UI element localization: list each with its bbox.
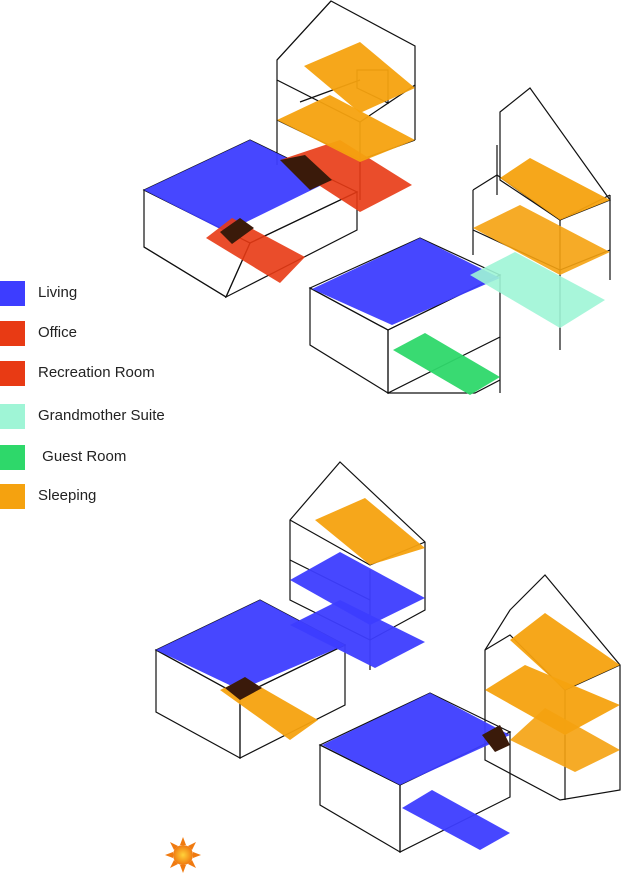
zone-sleeping xyxy=(315,498,425,565)
legend-label-recreation: Recreation Room xyxy=(38,364,155,381)
bottom-zones xyxy=(156,498,620,850)
zone-living xyxy=(290,552,425,625)
zone-overlap xyxy=(280,155,332,190)
bottom-diagram xyxy=(154,461,621,854)
legend-item-office: Office xyxy=(0,320,77,346)
zone-overlap xyxy=(220,218,254,244)
legend-label-office: Office xyxy=(38,324,77,341)
legend-item-guest: Guest Room xyxy=(0,444,126,470)
zone-grandmother xyxy=(470,252,605,328)
zone-living xyxy=(290,600,425,668)
legend-swatch-guest xyxy=(0,444,25,470)
zone-sleeping xyxy=(485,665,620,735)
legend-swatch-living xyxy=(0,280,25,306)
legend-item-recreation: Recreation Room xyxy=(0,360,155,386)
legend-item-sleeping: Sleeping xyxy=(0,483,96,509)
zone-guest xyxy=(393,333,500,395)
legend-label-sleeping: Sleeping xyxy=(38,487,97,504)
legend-swatch-office xyxy=(0,320,25,346)
legend-item-living: Living xyxy=(0,280,77,306)
zone-sleeping xyxy=(304,42,415,113)
legend-swatch-sleeping xyxy=(0,483,25,509)
top-diagram xyxy=(142,0,611,395)
legend-swatch-grandmother xyxy=(0,403,25,429)
zone-sleeping xyxy=(510,613,620,690)
legend-label-living: Living xyxy=(38,284,78,301)
zone-living xyxy=(402,790,510,850)
zone-living xyxy=(312,238,500,325)
zone-living xyxy=(322,693,510,785)
legend-label-guest: Guest Room xyxy=(38,448,127,465)
legend-item-grandmother: Grandmother Suite xyxy=(0,403,165,429)
top-zones xyxy=(144,42,610,395)
legend-swatch-recreation xyxy=(0,360,25,386)
zone-overlap xyxy=(225,677,262,700)
zone-sleeping xyxy=(510,708,620,772)
zone-overlap xyxy=(482,725,510,752)
zone-sleeping xyxy=(473,205,610,275)
legend-label-grandmother: Grandmother Suite xyxy=(38,407,165,424)
zone-office xyxy=(280,140,412,212)
sun-icon xyxy=(165,837,201,873)
zone-sleeping xyxy=(277,95,415,162)
zone-sleeping xyxy=(500,158,610,220)
